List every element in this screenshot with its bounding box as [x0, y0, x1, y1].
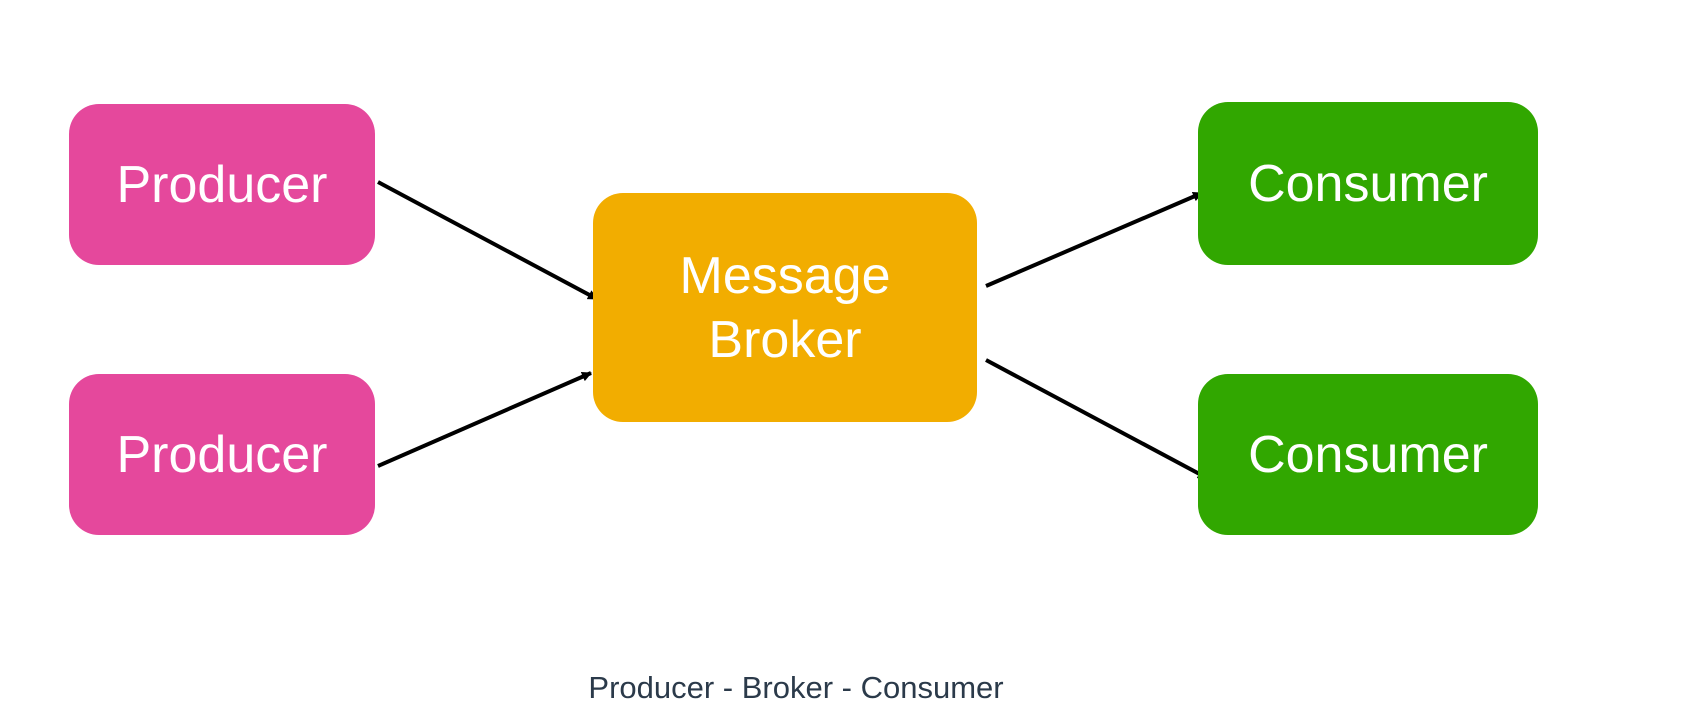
- consumer-node-1: Consumer: [1198, 102, 1538, 265]
- consumer-node-2: Consumer: [1198, 374, 1538, 535]
- edge-broker-to-consumer-2: [985, 358, 1208, 480]
- producer-label: Producer: [116, 425, 328, 484]
- edge-producer-1-to-broker: [377, 180, 598, 301]
- consumer-label: Consumer: [1248, 425, 1488, 484]
- consumer-label: Consumer: [1248, 154, 1488, 213]
- producer-label: Producer: [116, 155, 328, 214]
- edge-broker-to-consumer-1: [985, 191, 1203, 288]
- edge-producer-2-to-broker: [377, 371, 592, 468]
- diagram-caption: Producer - Broker - Consumer: [588, 670, 1004, 705]
- broker-label-line-1: Message: [679, 246, 891, 305]
- producer-node-2: Producer: [69, 374, 375, 535]
- producer-node-1: Producer: [69, 104, 375, 265]
- broker-label-line-2: Broker: [708, 310, 862, 369]
- message-broker-node: Message Broker: [593, 193, 977, 422]
